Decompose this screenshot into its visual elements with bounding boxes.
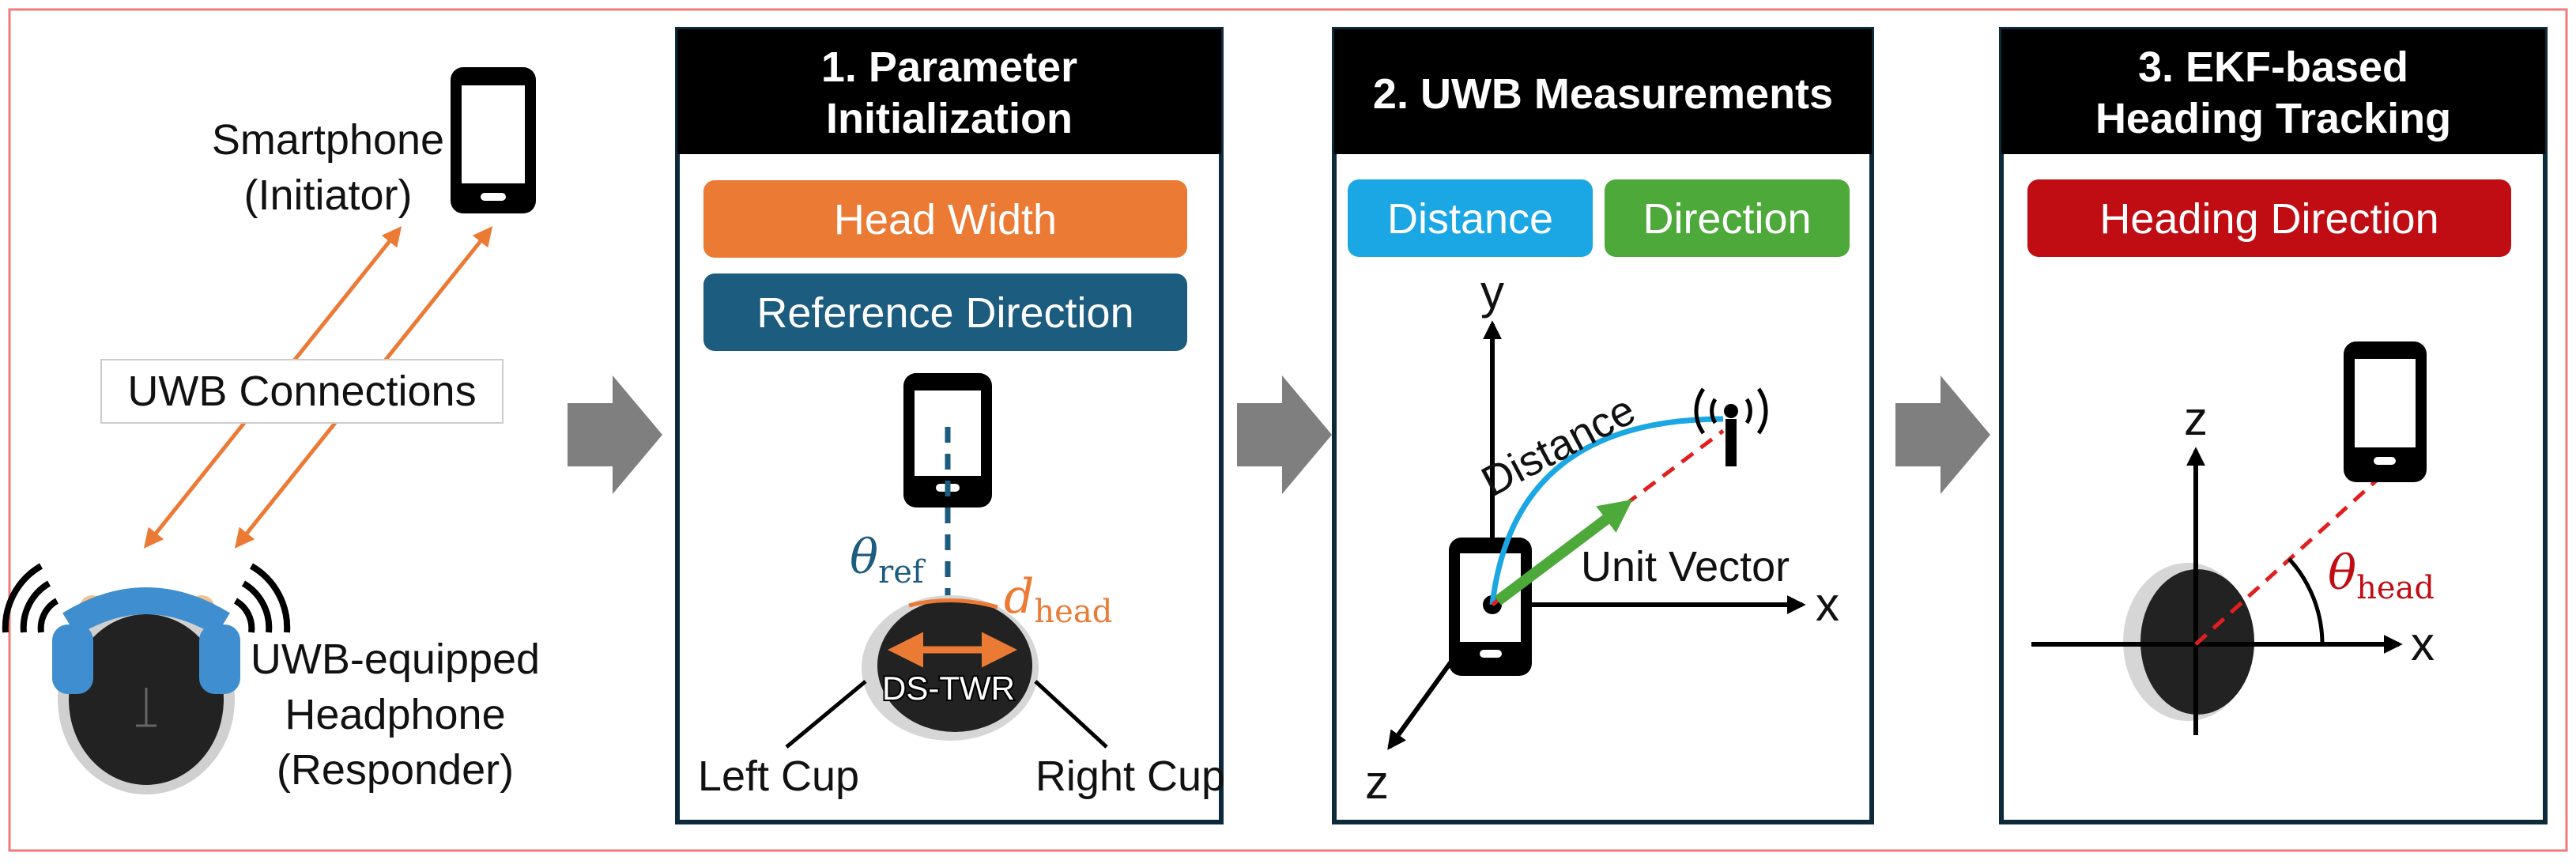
right-cup-label: Right Cup bbox=[1035, 753, 1225, 800]
headphone-label-line1: UWB-equipped bbox=[251, 636, 540, 683]
wifi-waves-right-icon bbox=[233, 563, 291, 633]
theta-ref-symbol: θref bbox=[850, 530, 926, 590]
headphone-head-icon bbox=[52, 587, 240, 794]
y-axis-label: y bbox=[1480, 266, 1504, 319]
smartphone-label-line1: Smartphone bbox=[212, 116, 444, 164]
panel1-title-line2: Initialization bbox=[826, 95, 1073, 142]
panel2-phone-icon bbox=[1449, 538, 1532, 676]
reference-direction-pill-label: Reference Direction bbox=[756, 289, 1133, 337]
unit-vector-arrow bbox=[1494, 499, 1633, 606]
z-axis-label: z bbox=[1365, 756, 1389, 809]
panel-ekf-heading-tracking: 3. EKF-based Heading Tracking Heading Di… bbox=[1999, 27, 2548, 824]
headphone-label-line3: (Responder) bbox=[277, 746, 514, 794]
direction-pill bbox=[1605, 179, 1850, 257]
heading-direction-pill-label: Heading Direction bbox=[2099, 195, 2438, 243]
panel3-title-line2: Heading Tracking bbox=[2095, 95, 2451, 142]
panel3-x-axis-label: x bbox=[2411, 617, 2435, 670]
d-head-symbol: dhead bbox=[1004, 569, 1112, 630]
heading-angle-arc bbox=[2287, 557, 2325, 645]
panel-uwb-measurements: 2. UWB Measurements Distance Direction y… bbox=[1332, 27, 1874, 824]
antenna-icon bbox=[1694, 387, 1768, 466]
flow-arrow-2 bbox=[1237, 375, 1332, 494]
headphone-label-line2: Headphone bbox=[285, 691, 505, 738]
smartphone-label-line2: (Initiator) bbox=[243, 172, 412, 219]
flow-arrow-3 bbox=[1895, 375, 1990, 494]
wifi-waves-left-icon bbox=[2, 563, 59, 633]
panel2-title: 2. UWB Measurements bbox=[1373, 70, 1833, 118]
head-width-pill-label: Head Width bbox=[834, 196, 1057, 243]
ds-twr-label: DS-TWR bbox=[882, 670, 1015, 707]
left-section: Smartphone (Initiator) UWB Connections bbox=[2, 67, 540, 794]
panel3-phone-icon bbox=[2344, 341, 2427, 482]
distance-pill bbox=[1348, 179, 1593, 257]
unit-vector-label: Unit Vector bbox=[1581, 543, 1790, 590]
heading-direction-pill bbox=[2027, 179, 2511, 257]
panel3-z-axis-label: z bbox=[2184, 392, 2208, 445]
x-axis-label: x bbox=[1816, 578, 1839, 631]
panel3-title-line1: 3. EKF-based bbox=[2138, 43, 2408, 91]
theta-head-symbol: θhead bbox=[2328, 545, 2435, 606]
uwb-connections-label-box bbox=[100, 359, 504, 424]
panel-parameter-initialization: 1. Parameter Initialization Head Width R… bbox=[675, 27, 1225, 824]
right-cup-leader bbox=[1034, 680, 1108, 749]
left-cup-label: Left Cup bbox=[698, 753, 859, 800]
distance-pill-label: Distance bbox=[1387, 195, 1553, 243]
panel1-title-line1: 1. Parameter bbox=[821, 43, 1077, 91]
reference-direction-pill bbox=[703, 274, 1187, 351]
smartphone-icon bbox=[451, 67, 536, 213]
distance-arc bbox=[1489, 416, 1724, 606]
head-width-pill bbox=[703, 180, 1187, 258]
flow-arrow-1 bbox=[568, 375, 662, 494]
left-cup-leader bbox=[785, 680, 867, 749]
outer-frame bbox=[8, 8, 2568, 852]
uwb-connections-label: UWB Connections bbox=[127, 368, 476, 415]
direction-pill-label: Direction bbox=[1643, 195, 1811, 243]
